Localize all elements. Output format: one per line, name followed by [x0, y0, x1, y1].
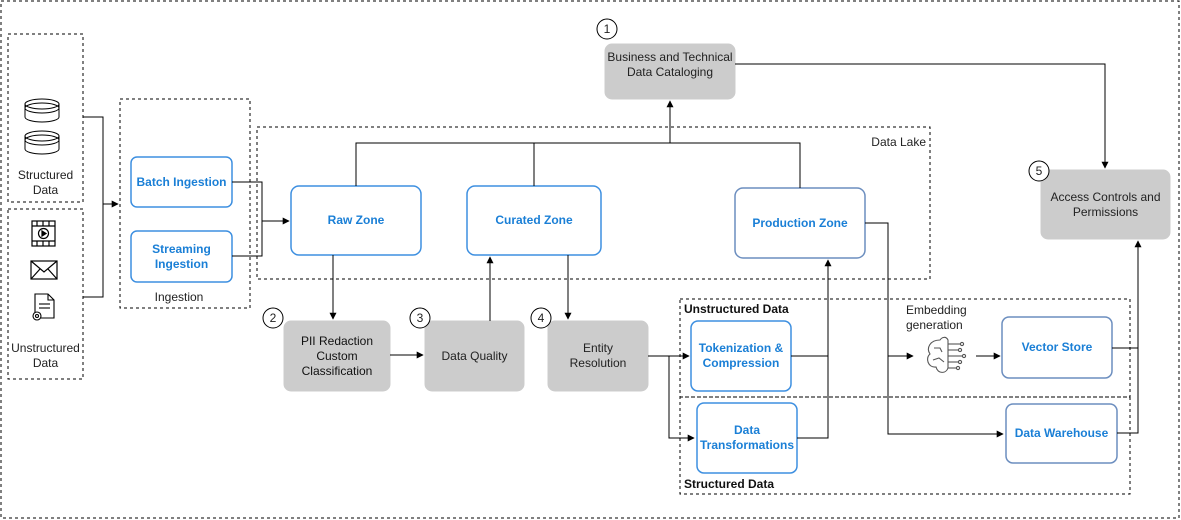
structured-data-group	[679, 396, 1131, 495]
step-marker-1	[596, 18, 618, 40]
data-lake-group	[256, 126, 931, 280]
access-controls-box	[1040, 169, 1171, 240]
curated-zone-label: Curated Zone	[495, 213, 573, 227]
batch-ingestion-label: Batch Ingestion	[136, 174, 227, 189]
data-quality-label: Data Quality	[441, 348, 508, 363]
structured-sources-group	[7, 33, 84, 203]
step-number-3: 3	[416, 310, 424, 325]
data-lake-label: Data Lake	[871, 134, 926, 149]
catalog-box	[604, 43, 736, 100]
step-number-1: 1	[603, 21, 611, 36]
embedding-generation-label: Embedding generation	[906, 303, 967, 332]
step-marker-3	[409, 307, 431, 329]
structured-group-label: Structured Data	[684, 476, 775, 491]
unstructured-sources-group	[7, 208, 84, 380]
access-controls-label: Access Controls and Permissions	[1050, 189, 1161, 219]
catalog-label: Business and Technical Data Cataloging	[607, 50, 733, 79]
zones-to-catalog-connector	[355, 100, 801, 188]
unstructured-group-label: Unstructured Data	[684, 301, 789, 316]
database-icon	[24, 130, 60, 155]
vector-store-label: Vector Store	[1021, 340, 1093, 354]
ingestion-to-raw-connector	[232, 181, 290, 257]
step-number-2: 2	[269, 310, 277, 325]
step-marker-2	[262, 307, 284, 329]
structured-data-label: Structured Data	[17, 168, 74, 197]
transformations-label: Data Transformations	[699, 423, 795, 452]
streaming-ingestion-label: Streaming Ingestion	[152, 241, 211, 271]
raw-zone-label: Raw Zone	[327, 213, 385, 227]
pii-redaction-box	[283, 320, 391, 392]
entity-to-transform-connectors	[648, 352, 695, 442]
entity-resolution-label: Entity Resolution	[569, 341, 627, 370]
step-marker-4	[530, 307, 552, 329]
ai-brain-icon	[927, 336, 967, 373]
production-zone-label: Production Zone	[752, 215, 848, 230]
data-quality-box	[424, 320, 525, 392]
tokenization-label: Tokenization & Compression	[698, 341, 784, 370]
sources-to-ingestion-connector	[83, 116, 119, 298]
ingestion-group	[119, 98, 251, 309]
video-file-icon	[31, 220, 56, 247]
step-number-5: 5	[1035, 163, 1043, 178]
production-to-outputs-connector	[865, 222, 1004, 438]
catalog-to-access-connector	[735, 63, 1109, 169]
step-marker-5	[1028, 160, 1050, 182]
ingestion-group-label: Ingestion	[154, 289, 204, 304]
envelope-icon	[30, 260, 58, 280]
document-gear-icon	[32, 293, 55, 321]
transform-to-production-connector	[791, 259, 832, 439]
data-warehouse-label: Data Warehouse	[1014, 426, 1109, 440]
outputs-to-access-connector	[1112, 240, 1142, 434]
database-icon	[24, 98, 60, 123]
unstructured-data-label: Unstructured Data	[11, 341, 80, 370]
pii-redaction-label: PII Redaction Custom Classification	[300, 333, 374, 378]
step-number-4: 4	[537, 310, 545, 325]
